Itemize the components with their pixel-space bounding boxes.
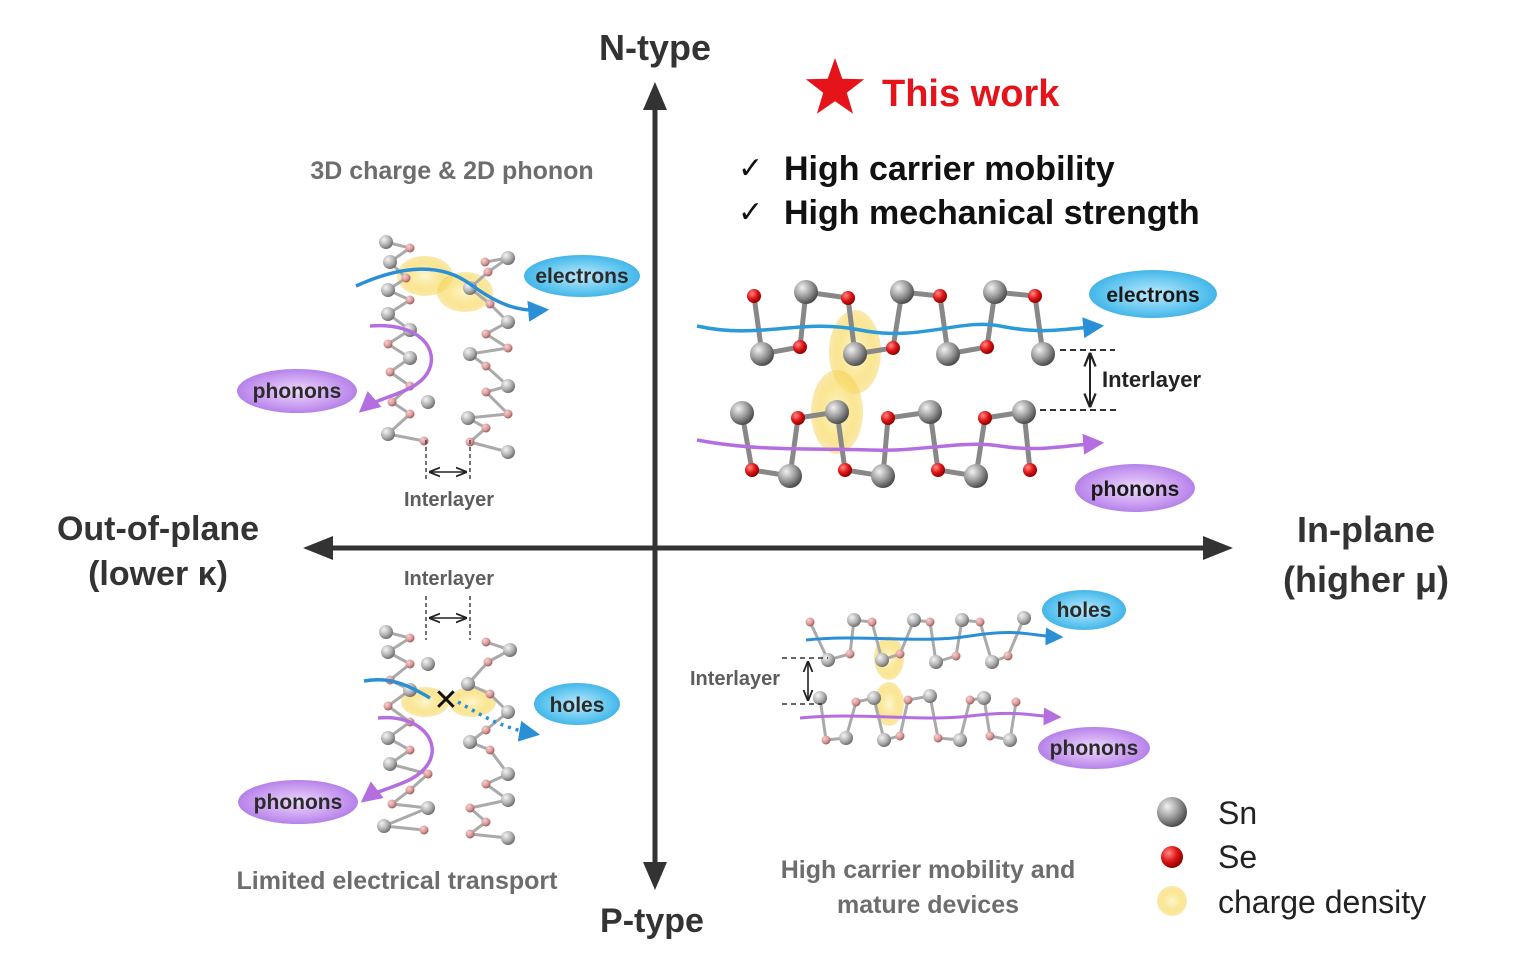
atoms-lower-layer <box>813 689 1021 747</box>
phonons-pill <box>238 780 358 824</box>
electrons-label: electrons <box>1106 284 1199 307</box>
axis-title-top: N-type <box>599 27 711 68</box>
star-icon <box>805 58 865 114</box>
atoms-left-chain <box>377 625 435 835</box>
phonons-label: phonons <box>254 791 343 814</box>
bond-chain-lower <box>818 694 1018 742</box>
axis-title-right-line1: In-plane <box>1297 509 1435 550</box>
legend-swatch-se <box>1161 846 1183 868</box>
bottom-right-caption-line2: mature devices <box>837 891 1019 919</box>
charge-density-blob <box>448 687 496 717</box>
holes-pill <box>534 683 620 725</box>
electrons-pill <box>524 255 640 297</box>
legend-label-se: Se <box>1218 839 1257 875</box>
bottom-left-caption: Limited electrical transport <box>237 867 559 895</box>
axis-title-bottom: P-type <box>600 902 704 940</box>
legend-label-sn: Sn <box>1218 795 1257 831</box>
phonon-flow-arrow <box>799 707 1062 726</box>
axis-arrowhead-left <box>303 536 333 560</box>
electron-flow-arrow <box>696 317 1105 339</box>
hole-flow-blocked-arrow <box>457 700 541 742</box>
atoms-right-chain <box>461 637 517 845</box>
axis-arrowhead-right <box>1203 536 1233 560</box>
bond-chain-right <box>465 640 514 840</box>
phonons-label: phonons <box>1091 478 1180 501</box>
quadrant-axes <box>303 82 1233 890</box>
bottom-right-caption-line1: High carrier mobility and <box>781 856 1076 884</box>
top-left-structure: Interlayer electrons phonons <box>237 235 640 511</box>
legend: Sn Se charge density <box>1157 795 1426 920</box>
check-icon: ✓ <box>738 152 763 185</box>
phonons-label: phonons <box>1050 737 1139 760</box>
this-work-label: This work <box>882 73 1060 115</box>
phonon-flow-arrow <box>358 323 434 413</box>
electron-flow-arrow <box>355 267 550 322</box>
axis-arrowhead-up <box>643 82 667 110</box>
hole-flow-arrow <box>363 677 431 700</box>
electrons-pill <box>1089 270 1217 318</box>
atoms-upper-layer <box>747 280 1055 366</box>
blocked-x-icon: ✕ <box>433 684 458 717</box>
top-left-caption: 3D charge & 2D phonon <box>310 157 593 185</box>
axis-arrowhead-down <box>643 862 667 890</box>
atoms-left-chain <box>379 235 435 446</box>
phonons-pill <box>1075 464 1195 512</box>
electrons-label: electrons <box>535 265 628 288</box>
phonons-pill <box>237 369 357 413</box>
hole-flow-arrow <box>805 627 1064 646</box>
holes-pill <box>1042 590 1126 630</box>
interlayer-label: Interlayer <box>1102 367 1201 392</box>
holes-label: holes <box>550 694 605 717</box>
this-work-structure: Interlayer electrons phonons <box>696 270 1217 512</box>
axis-title-left-line1: Out-of-plane <box>57 510 259 548</box>
axis-title-right-line2: (higher μ) <box>1283 559 1449 600</box>
check-icon: ✓ <box>738 196 763 229</box>
holes-label: holes <box>1057 599 1112 622</box>
interlayer-label: Interlayer <box>404 489 494 511</box>
legend-swatch-charge-density <box>1157 886 1187 916</box>
charge-density-blob <box>874 682 904 726</box>
interlayer-label: Interlayer <box>690 668 780 690</box>
phonon-flow-arrow <box>360 715 434 803</box>
legend-swatch-sn <box>1157 797 1187 827</box>
this-work-checklist: ✓ High carrier mobility ✓ High mechanica… <box>738 150 1200 232</box>
this-work-header: This work <box>805 58 1060 115</box>
check-item-strength: High mechanical strength <box>784 194 1200 232</box>
bottom-left-structure: Interlayer <box>238 568 620 845</box>
bottom-right-structure: Interlayer holes phonons <box>690 590 1150 769</box>
axis-title-left-line2: (lower κ) <box>88 555 228 593</box>
atoms-upper-layer <box>805 611 1031 669</box>
phonon-flow-arrow <box>696 433 1105 455</box>
phonons-label: phonons <box>253 380 342 403</box>
interlayer-label: Interlayer <box>404 568 494 590</box>
legend-label-charge-density: charge density <box>1218 884 1426 920</box>
phonons-pill <box>1038 727 1150 769</box>
atoms-lower-layer <box>730 400 1037 488</box>
check-item-mobility: High carrier mobility <box>784 150 1115 188</box>
